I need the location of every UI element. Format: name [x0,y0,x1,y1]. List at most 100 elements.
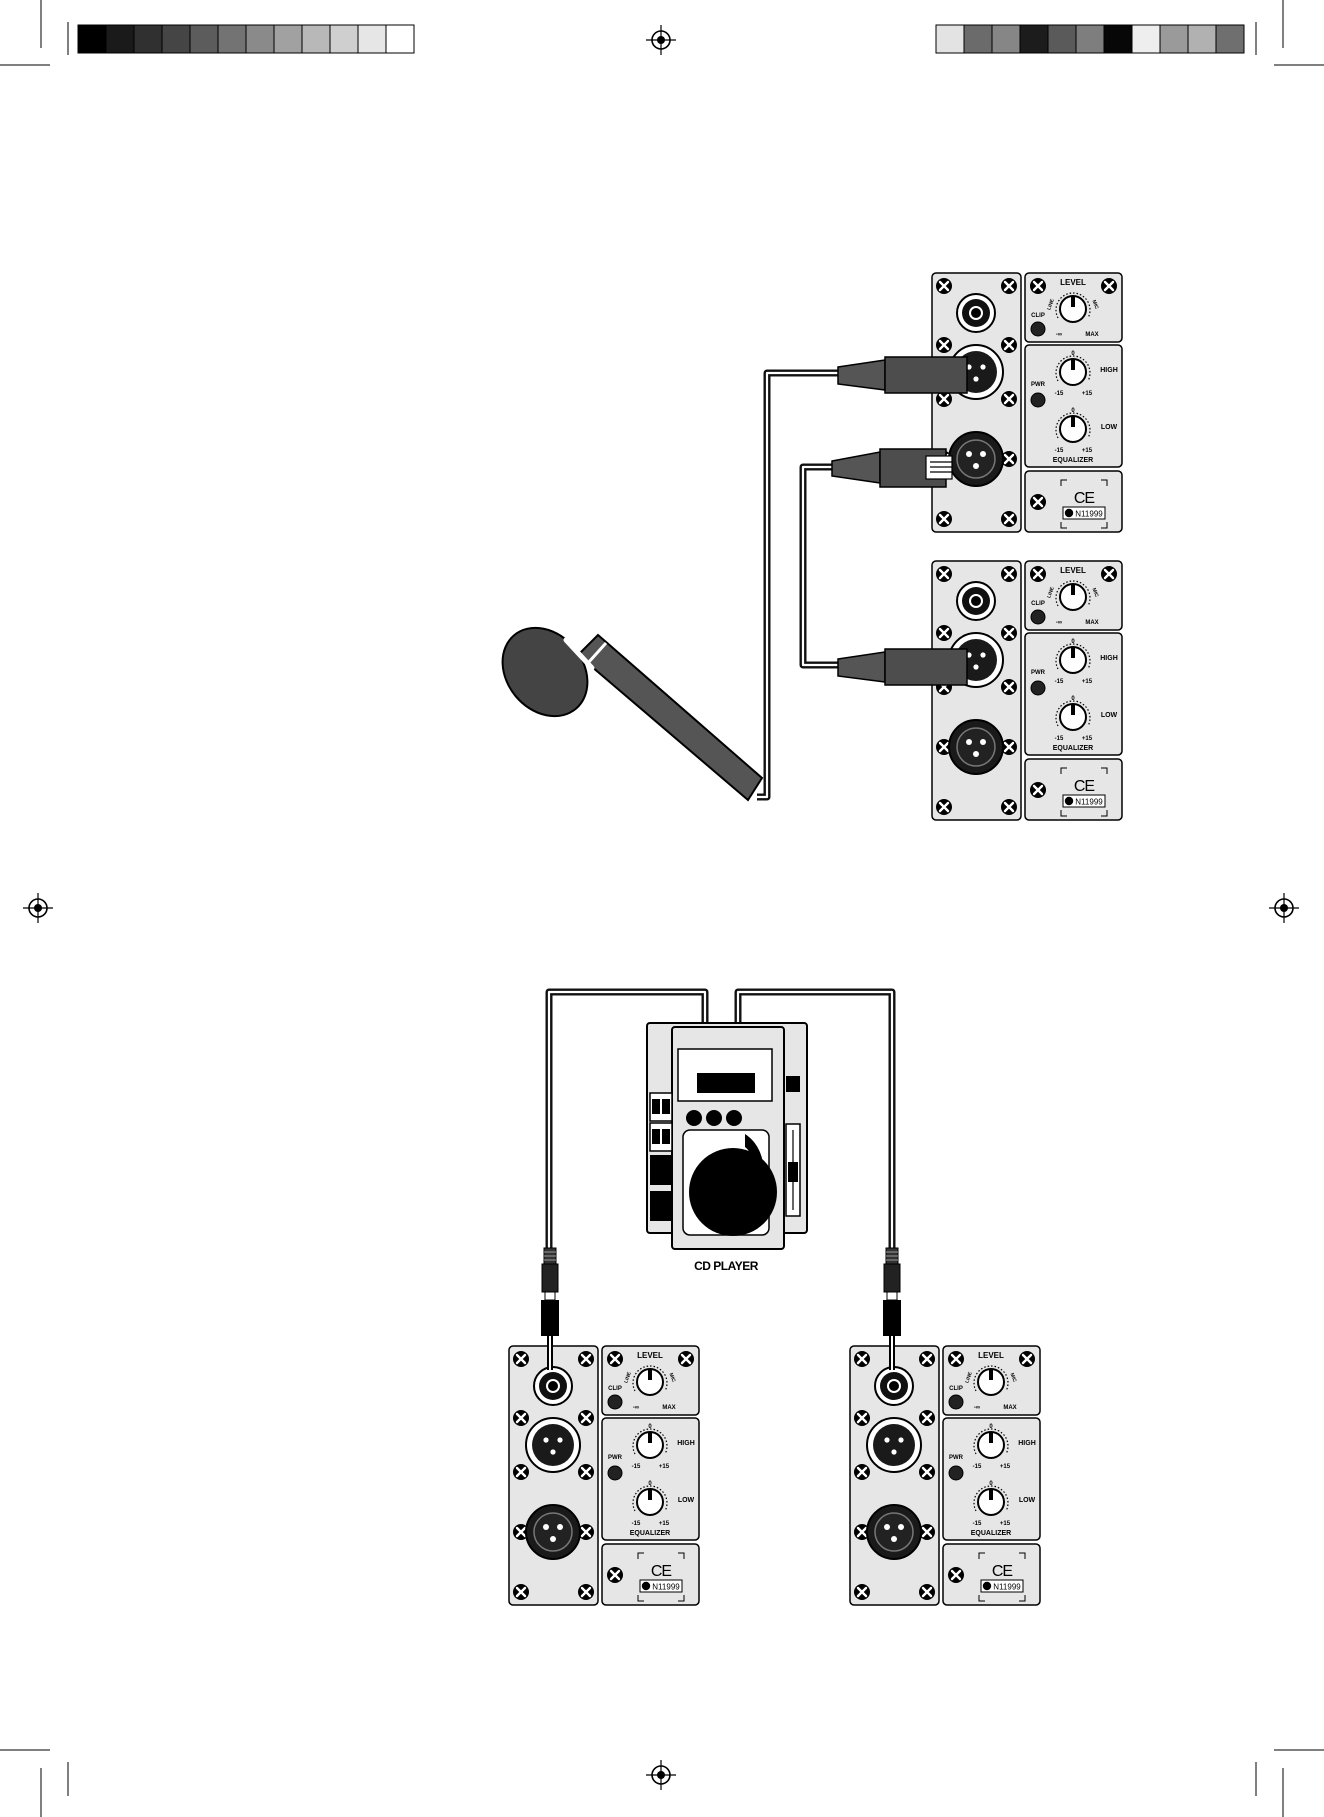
compliance-box [1062,794,1106,808]
color-swatch [1215,24,1245,54]
microphone [501,626,764,802]
screw-icon [917,1462,937,1482]
rca-jack-plug-right [883,1247,901,1370]
color-swatch [161,24,191,54]
equalizer-section [601,1417,700,1541]
panel-label-eq-max: +15 [1000,1521,1011,1527]
pwr-led-icon [1030,392,1046,408]
panel-label-eq-min: -15 [1055,448,1064,454]
color-swatch [357,24,387,54]
screw-icon [1028,492,1048,512]
panel-label-eq-zero: 0 [648,1424,652,1430]
compliance-box [980,1579,1024,1593]
panel-label-eq-zero: 0 [1071,351,1075,357]
screw-icon [999,797,1019,817]
clip-led-icon [1030,321,1046,337]
panel-label-high-label: HIGH [1018,1440,1036,1447]
screw-icon [511,1349,531,1369]
panel-label-mic-label: MIC [1091,299,1100,310]
screw-icon [511,1582,531,1602]
screw-icon [605,1565,625,1585]
panel-label-ce-mark: CE [1074,778,1095,795]
color-swatch [385,24,415,54]
registration-mark-top [646,25,676,55]
color-swatch [963,24,993,54]
screw-icon [999,509,1019,529]
panel-label-eq-max: +15 [1082,448,1093,454]
screw-icon [917,1582,937,1602]
panel-label-level-max: MAX [662,1405,675,1411]
registration-mark-right [1269,893,1299,923]
panel-label-equalizer-label: EQUALIZER [1053,745,1093,752]
panel-label-pwr-label: PWR [1031,382,1046,388]
screw-icon [999,677,1019,697]
registration-mark-bottom [646,1760,676,1790]
cd-player-label: CD PLAYER [694,1259,759,1273]
cd-player-cables [545,988,896,1262]
screw-icon [852,1462,872,1482]
clip-led-icon [1030,609,1046,625]
xlr-output-icon [948,431,1004,487]
panel-label-level-min: -∞ [633,1405,639,1411]
xlr-output-icon [948,719,1004,775]
color-swatch [301,24,331,54]
screw-icon [999,623,1019,643]
screw-icon [576,1408,596,1428]
color-swatch [329,24,359,54]
panel-label-eq-min: -15 [632,1521,641,1527]
panel-label-clip-label: CLIP [1031,601,1045,607]
panel-label-eq-zero: 0 [648,1481,652,1487]
panel-label-clip-label: CLIP [949,1386,963,1392]
panel-label-pwr-label: PWR [608,1455,623,1461]
panel-label-eq-zero: 0 [1071,408,1075,414]
panel-label-mic-label: MIC [668,1372,677,1383]
screw-icon [999,335,1019,355]
panel-label-mic-label: MIC [1091,587,1100,598]
screw-icon [605,1349,625,1369]
screw-icon [934,335,954,355]
panel-label-line-label: LINE [1046,586,1056,599]
screw-icon [852,1582,872,1602]
xlr-output-icon [866,1504,922,1560]
xlr-output-icon [525,1504,581,1560]
panel-label-eq-min: -15 [973,1464,982,1470]
rcm-icon [641,1581,651,1591]
screw-icon [576,1462,596,1482]
color-swatch [935,24,965,54]
jack-input-icon [874,1366,914,1406]
panel-label-eq-min: -15 [973,1521,982,1527]
screw-icon [917,1349,937,1369]
color-swatch [133,24,163,54]
color-swatch [1019,24,1049,54]
panel-label-eq-max: +15 [1000,1464,1011,1470]
panel-label-eq-max: +15 [1082,736,1093,742]
panel-label-pwr-label: PWR [949,1455,964,1461]
panel-label-level-max: MAX [1085,332,1098,338]
panel-label-eq-zero: 0 [989,1481,993,1487]
panel-label-equalizer-label: EQUALIZER [630,1530,670,1537]
panel-label-mic-label: MIC [1009,1372,1018,1383]
panel-label-low-label: LOW [1101,424,1118,431]
screw-icon [999,389,1019,409]
panel-label-eq-min: -15 [1055,679,1064,685]
color-swatch [1047,24,1077,54]
screw-icon [511,1462,531,1482]
jack-input-icon [533,1366,573,1406]
screw-icon [852,1408,872,1428]
rcm-icon [982,1581,992,1591]
clip-led-icon [607,1394,623,1410]
label-frame [1060,479,1108,529]
panel-label-line-label: LINE [1046,298,1056,311]
screw-icon [852,1349,872,1369]
panel-label-eq-max: +15 [1082,679,1093,685]
screw-icon [934,276,954,296]
equalizer-section [1024,632,1123,756]
color-swatch [245,24,275,54]
clip-led-icon [948,1394,964,1410]
panel-label-high-label: HIGH [1100,367,1118,374]
screw-icon [934,564,954,584]
xlr-plug-1 [837,356,968,394]
panel-label-compliance-code: N11999 [993,1583,1021,1592]
label-frame [978,1552,1026,1602]
compliance-box [1062,506,1106,520]
